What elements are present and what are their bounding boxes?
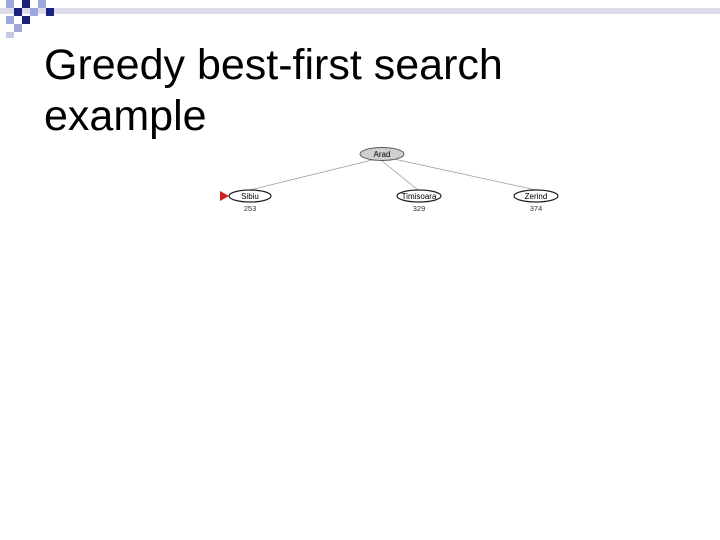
node-label-arad: Arad [374,150,391,159]
node-sibiu: Sibiu 253 [228,189,272,213]
heuristic-value-timisoara: 329 [413,204,426,213]
slide-title: Greedy best-first search example [44,40,684,142]
node-arad: Arad [359,147,405,161]
slide-title-line-1: Greedy best-first search [44,41,503,89]
slide-title-line-2: example [44,92,207,140]
edge-arad-sibiu [249,159,373,191]
heuristic-value-sibiu: 253 [244,204,257,213]
node-timisoara: Timisoara 329 [396,189,442,213]
corner-checker-decoration [0,0,720,38]
heuristic-value-zerind: 374 [530,204,543,213]
expansion-pointer-icon [220,191,229,201]
edge-arad-timisoara [381,160,419,191]
node-label-zerind: Zerind [525,192,548,201]
node-label-timisoara: Timisoara [402,192,437,201]
node-zerind: Zerind 374 [513,189,559,213]
node-label-sibiu: Sibiu [241,192,259,201]
edge-arad-zerind [393,158,537,191]
